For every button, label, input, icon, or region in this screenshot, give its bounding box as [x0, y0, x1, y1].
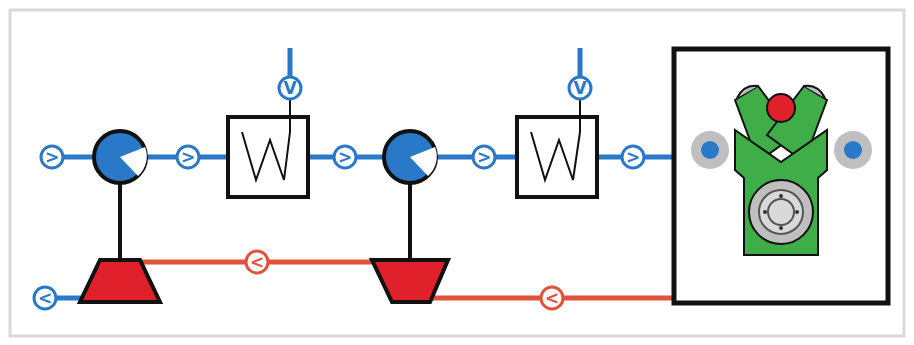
shaft [408, 183, 412, 260]
compressor [384, 131, 437, 183]
flow-marker: < [32, 285, 58, 311]
flow-marker: < [539, 285, 565, 311]
compressor [94, 131, 147, 183]
intercooler [517, 100, 597, 197]
flow-symbol: V [573, 78, 586, 98]
flow-marker: > [332, 144, 358, 170]
flow-marker: > [471, 144, 497, 170]
flow-symbol: > [477, 147, 491, 167]
shaft [118, 183, 122, 260]
flow-marker: < [244, 249, 270, 275]
flow-symbol: V [283, 78, 296, 98]
flow-marker: > [175, 144, 201, 170]
frame [10, 10, 904, 336]
flow-symbol: < [250, 252, 264, 272]
flow-marker: V [567, 75, 593, 101]
flow-symbol: > [45, 147, 59, 167]
turbine [80, 260, 160, 302]
flow-marker: V [277, 75, 303, 101]
flow-symbol: > [181, 147, 195, 167]
engine-housing [674, 49, 888, 303]
engine-illustration [691, 86, 872, 255]
intercooler [228, 100, 308, 197]
flow-symbol: > [626, 147, 640, 167]
flow-symbol: > [338, 147, 352, 167]
turbine [372, 260, 448, 302]
flow-marker: > [39, 144, 65, 170]
flow-symbol: < [38, 288, 52, 308]
flow-marker: > [620, 144, 646, 170]
flow-symbol: < [545, 288, 559, 308]
